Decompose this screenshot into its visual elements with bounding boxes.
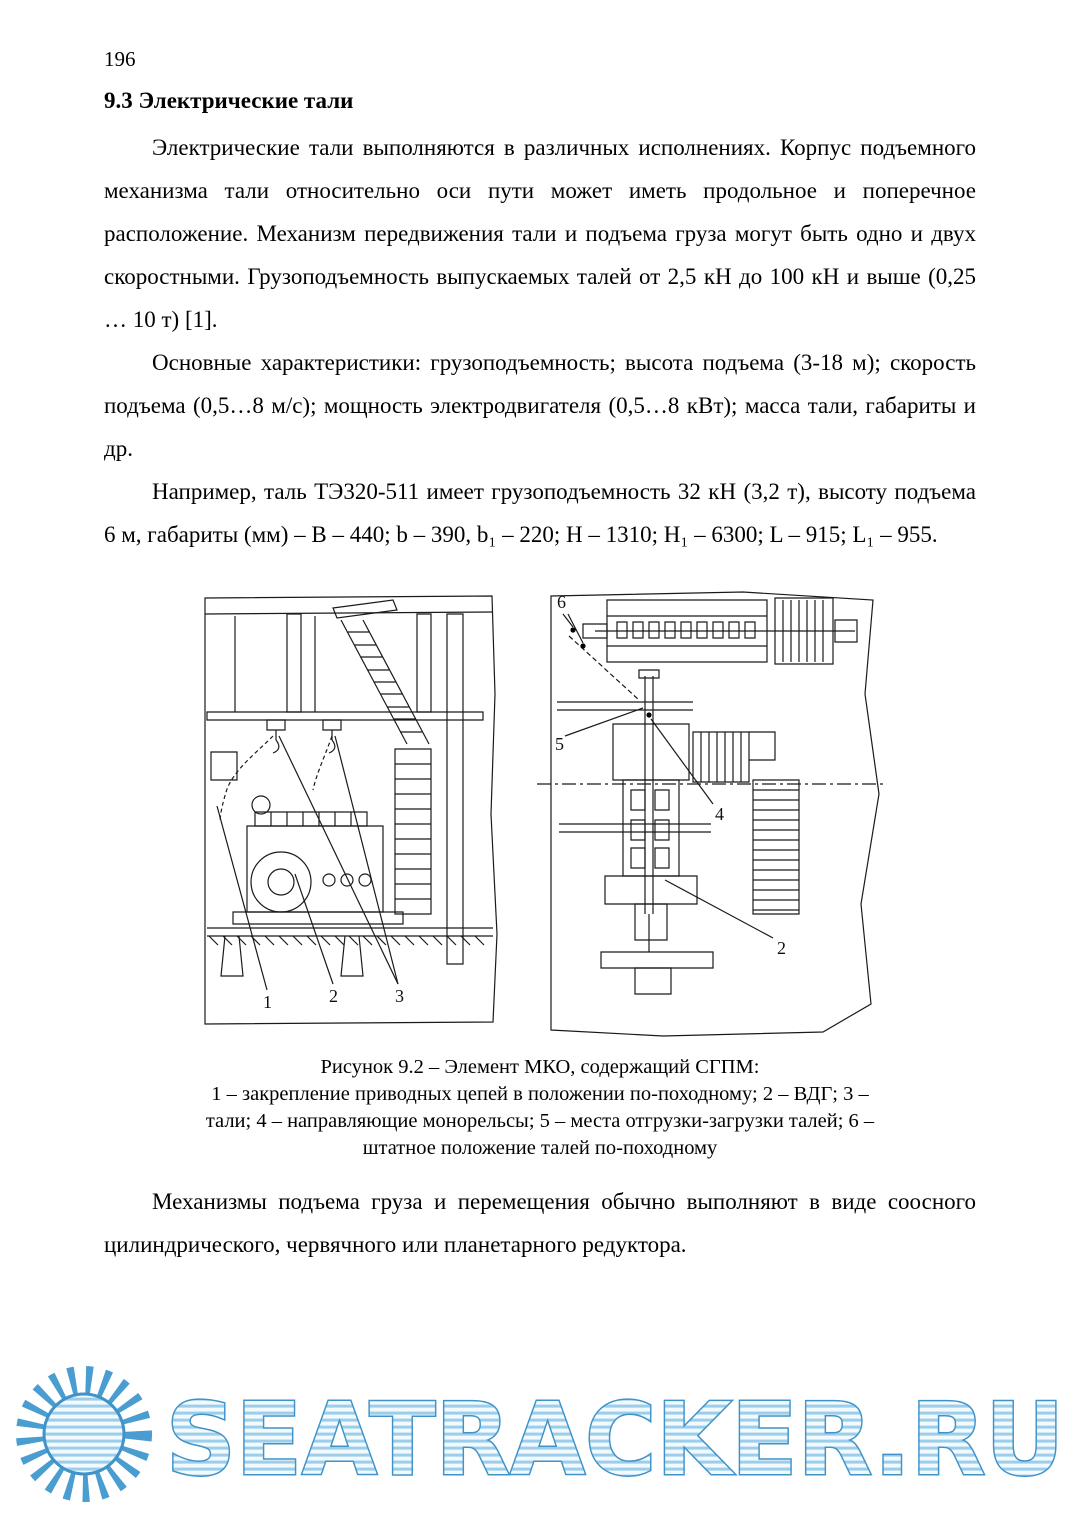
- page-number: 196: [104, 47, 136, 71]
- figure-caption-title: Рисунок 9.2 – Элемент МКО, содержащий СГ…: [320, 1056, 760, 1078]
- callout-6: 6: [557, 592, 566, 612]
- watermark-text: SEATRACKER.RU: [166, 1381, 1064, 1498]
- callout-4: 4: [715, 804, 724, 824]
- watermark: SEATRACKER.RU: [0, 1354, 1080, 1509]
- section-heading: 9.3 Электрические тали: [104, 88, 354, 113]
- paragraph-closing: Механизмы подъема груза и перемещения об…: [104, 1189, 976, 1257]
- right-view-hoist-section: 6 5 4 2: [537, 592, 883, 1036]
- figure-9-2: 1 2 3: [195, 584, 885, 1162]
- callout-5: 5: [555, 734, 564, 754]
- paragraph-2: Основные характеристики: грузоподъемност…: [104, 350, 976, 461]
- left-view-engine-room: 1 2 3: [205, 596, 497, 1024]
- figure-caption: Рисунок 9.2 – Элемент МКО, содержащий СГ…: [195, 1054, 885, 1162]
- callout-3: 3: [395, 986, 404, 1006]
- callout-2: 2: [329, 986, 338, 1006]
- paragraph-3: Например, таль ТЭ320-511 имеет грузоподъ…: [104, 479, 976, 547]
- sun-icon: [16, 1366, 152, 1502]
- paragraph-1: Электрические тали выполняются в различн…: [104, 135, 976, 332]
- callout-1: 1: [263, 992, 272, 1012]
- page-content: 196 9.3 Электрические тали Электрические…: [104, 47, 976, 1257]
- figure-caption-legend: 1 – закрепление приводных цепей в положе…: [205, 1083, 875, 1159]
- callout-2b: 2: [777, 938, 786, 958]
- technical-drawing: 1 2 3: [195, 584, 885, 1044]
